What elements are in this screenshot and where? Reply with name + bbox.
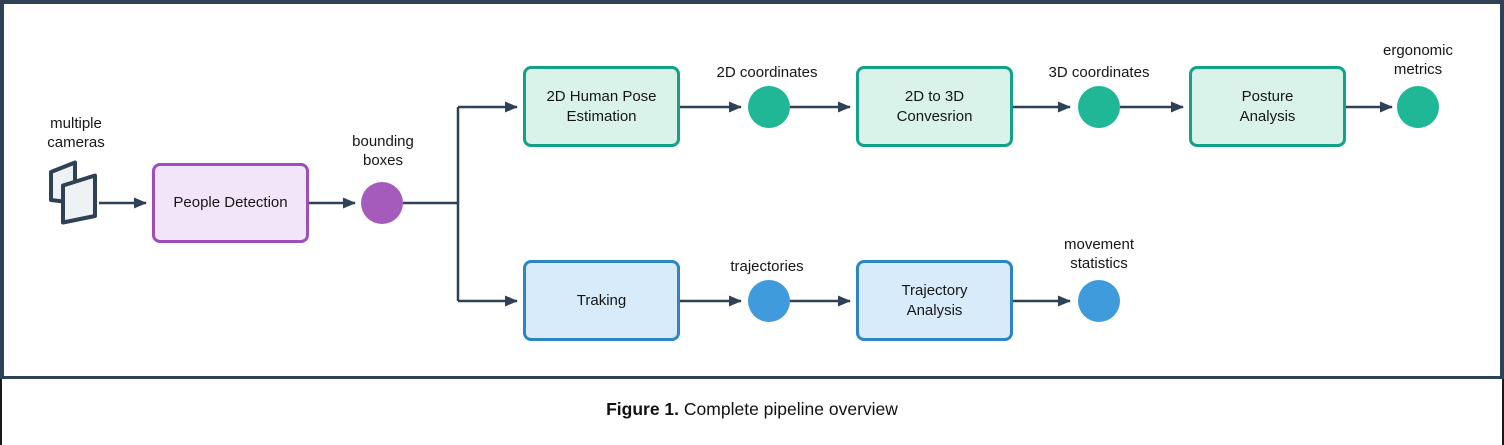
dot-ergonomic-metrics (1397, 86, 1439, 128)
label-3d-coordinates: 3D coordinates (1048, 64, 1150, 81)
node-people-detection: People Detection (152, 163, 309, 243)
dot-bounding-boxes (361, 182, 403, 224)
multiple-cameras-icon (49, 160, 97, 225)
frame-top-border (0, 0, 1504, 4)
node-2d-human-pose-estimation: 2D Human Pose Estimation (523, 66, 680, 147)
figure-caption-text: Complete pipeline overview (683, 399, 898, 419)
frame-left-border (0, 0, 4, 379)
caption-right-border (1502, 379, 1504, 445)
figure-caption: Figure 1. Complete pipeline overview (0, 399, 1504, 420)
node-2d-to-3d-conversion: 2D to 3D Convesrion (856, 66, 1013, 147)
label-trajectories: trajectories (730, 258, 804, 275)
dot-movement-statistics (1078, 280, 1120, 322)
label-bounding-boxes: bounding boxes (352, 133, 414, 169)
figure-caption-prefix: Figure 1. (606, 399, 680, 419)
connector-layer (49, 101, 1393, 307)
caption-left-border (0, 379, 2, 445)
frame-right-border (1500, 0, 1504, 379)
label-movement-statistics: movement statistics (1063, 236, 1135, 272)
node-trajectory-analysis: Trajectory Analysis (856, 260, 1013, 341)
label-2d-coordinates: 2D coordinates (716, 64, 818, 81)
diagram-caption-divider (0, 376, 1504, 379)
label-multiple-cameras: multiple cameras (47, 115, 105, 151)
dot-3d-coordinates (1078, 86, 1120, 128)
label-ergonomic-metrics: ergonomic metrics (1382, 42, 1454, 78)
node-tracking: Traking (523, 260, 680, 341)
dot-2d-coordinates (748, 86, 790, 128)
dot-trajectories (748, 280, 790, 322)
node-posture-analysis: Posture Analysis (1189, 66, 1346, 147)
